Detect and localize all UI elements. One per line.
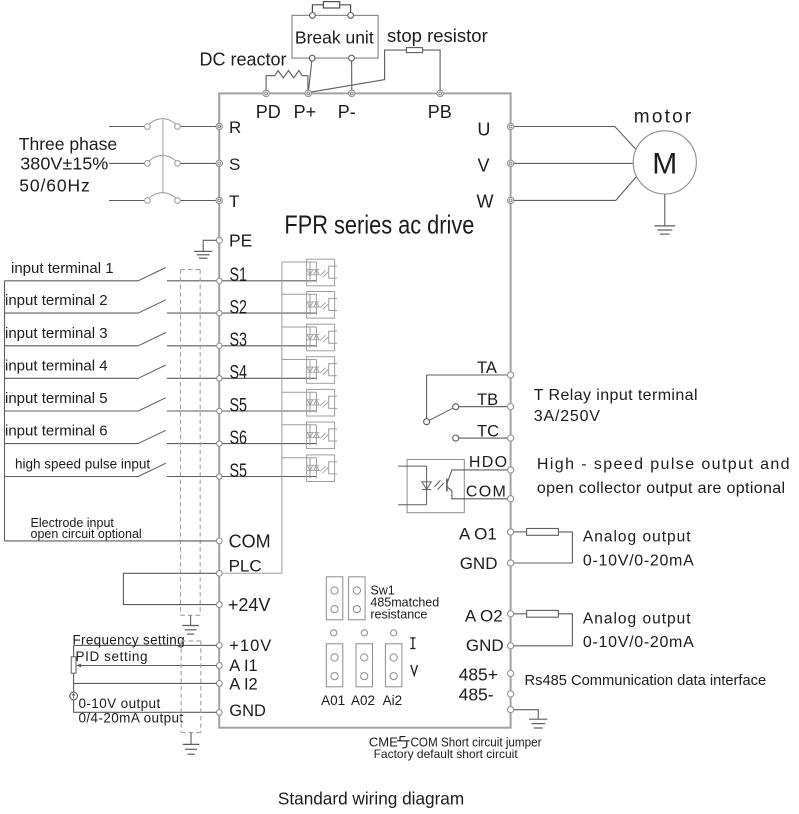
svg-text:R: R	[229, 118, 241, 137]
svg-text:HDO: HDO	[469, 454, 508, 471]
svg-text:S2: S2	[230, 297, 248, 318]
svg-text:485-: 485-	[459, 684, 494, 704]
svg-text:open collector output are opti: open collector output are optional	[537, 480, 786, 497]
svg-text:0/4-20mA output: 0/4-20mA output	[79, 711, 184, 726]
svg-text:A O1: A O1	[459, 525, 497, 544]
svg-text:PLC: PLC	[229, 556, 262, 575]
svg-text:A O2: A O2	[465, 606, 503, 625]
svg-text:TB: TB	[477, 391, 498, 409]
svg-text:Break unit: Break unit	[295, 28, 374, 48]
svg-text:COM: COM	[229, 532, 271, 552]
svg-text:A I1: A I1	[229, 657, 257, 675]
svg-text:TA: TA	[477, 359, 497, 377]
svg-text:0-10V/0-20mA: 0-10V/0-20mA	[583, 552, 695, 569]
svg-text:S5: S5	[230, 395, 248, 416]
svg-text:+24V: +24V	[228, 595, 271, 615]
svg-text:input terminal 4: input terminal 4	[5, 357, 108, 374]
svg-text:0-10V output: 0-10V output	[79, 696, 161, 711]
svg-text:485+: 485+	[459, 664, 498, 684]
svg-text:PD: PD	[256, 102, 281, 122]
svg-text:Ai2: Ai2	[383, 693, 403, 708]
svg-text:input terminal 5: input terminal 5	[5, 390, 108, 407]
svg-text:S4: S4	[230, 363, 248, 384]
svg-text:380V±15%: 380V±15%	[20, 154, 108, 174]
svg-text:input terminal 1: input terminal 1	[11, 260, 114, 277]
svg-text:Analog output: Analog output	[583, 529, 692, 546]
svg-text:open circuit optional: open circuit optional	[31, 527, 142, 541]
svg-text:PB: PB	[428, 102, 452, 122]
svg-text:U: U	[477, 120, 490, 140]
svg-text:W: W	[477, 192, 494, 212]
svg-text:GND: GND	[229, 702, 266, 720]
svg-text:High - speed pulse output and: High - speed pulse output and	[537, 456, 791, 473]
svg-text:A02: A02	[351, 693, 375, 708]
svg-text:Standard wiring diagram: Standard wiring diagram	[278, 788, 464, 808]
svg-text:T Relay input terminal: T Relay input terminal	[534, 387, 698, 404]
svg-text:M: M	[652, 148, 677, 181]
svg-text:P+: P+	[294, 102, 317, 122]
svg-text:S6: S6	[230, 428, 248, 449]
svg-text:S3: S3	[230, 330, 248, 351]
svg-text:Frequency setting: Frequency setting	[73, 632, 185, 647]
svg-text:Factory default short circuit: Factory default short circuit	[374, 747, 519, 761]
svg-text:+10V: +10V	[229, 637, 272, 655]
svg-text:input terminal 2: input terminal 2	[5, 292, 108, 309]
svg-text:S5: S5	[230, 461, 248, 482]
svg-text:Analog output: Analog output	[583, 610, 692, 627]
svg-text:S1: S1	[230, 265, 248, 286]
svg-text:PE: PE	[229, 231, 252, 251]
svg-text:FPR series ac drive: FPR series ac drive	[284, 209, 474, 239]
svg-text:3A/250V: 3A/250V	[534, 408, 601, 425]
svg-text:input terminal 6: input terminal 6	[5, 423, 108, 440]
svg-text:GND: GND	[460, 554, 498, 573]
svg-text:Three phase: Three phase	[19, 134, 117, 154]
svg-text:COM: COM	[466, 484, 507, 501]
svg-text:V: V	[478, 156, 490, 176]
svg-text:P-: P-	[338, 102, 356, 122]
svg-text:A I2: A I2	[229, 676, 257, 694]
svg-text:GND: GND	[466, 636, 504, 655]
svg-text:0-10V/0-20mA: 0-10V/0-20mA	[583, 634, 695, 651]
svg-text:S: S	[229, 155, 240, 174]
svg-text:50/60Hz: 50/60Hz	[19, 176, 90, 196]
svg-text:PID setting: PID setting	[76, 649, 149, 664]
svg-text:resistance: resistance	[370, 608, 427, 622]
svg-text:TC: TC	[477, 422, 499, 440]
svg-text:input terminal 3: input terminal 3	[5, 325, 108, 342]
svg-text:T: T	[229, 192, 239, 211]
svg-text:Rs485 Communication data inter: Rs485 Communication data interface	[525, 673, 767, 689]
svg-text:DC reactor: DC reactor	[200, 50, 287, 70]
svg-text:stop resistor: stop resistor	[387, 25, 488, 46]
svg-text:A01: A01	[321, 693, 345, 708]
svg-text:high speed pulse input: high speed pulse input	[15, 457, 150, 472]
svg-text:motor: motor	[634, 107, 694, 128]
